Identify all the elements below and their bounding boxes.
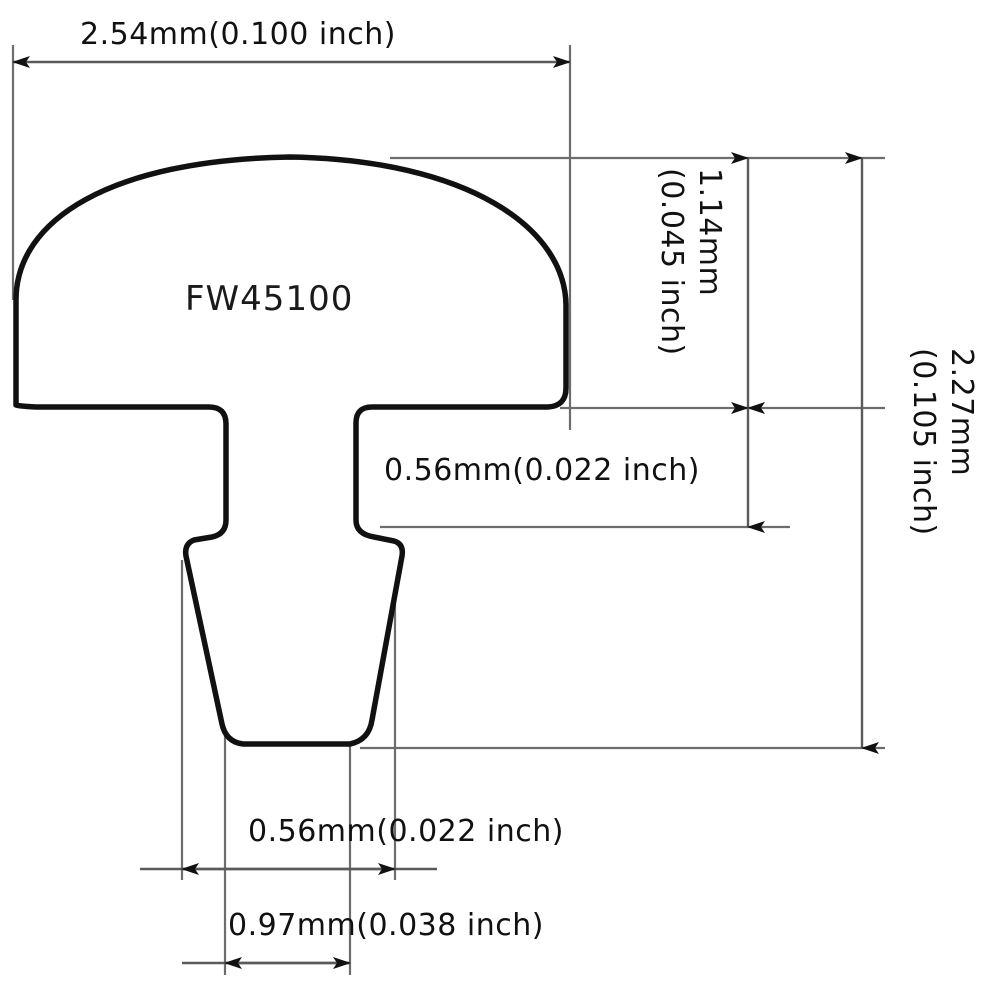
dim-label-overall-height-mm: 2.27mm <box>944 348 979 476</box>
fret-wire-cross-section <box>13 154 569 747</box>
dimension-tang-width: 0.56mm(0.022 inch) <box>140 814 564 875</box>
extension-lines <box>11 45 885 975</box>
part-number-label: FW45100 <box>185 279 353 319</box>
dim-label-crown-height-inch: (0.045 inch) <box>654 168 689 356</box>
dim-label-crown-width: 2.54mm(0.100 inch) <box>80 17 396 52</box>
dim-label-tang-height: 0.56mm(0.022 inch) <box>384 453 700 488</box>
dim-label-crown-height-mm: 1.14mm <box>692 168 727 296</box>
dim-label-overall-height-inch: (0.105 inch) <box>906 348 941 536</box>
fret-wire-profile <box>13 154 569 747</box>
dimension-overall-height: 2.27mm (0.105 inch) <box>845 152 979 754</box>
dimension-crown-height: 1.14mm (0.045 inch) <box>654 152 765 414</box>
dim-label-tang-width: 0.56mm(0.022 inch) <box>248 814 564 849</box>
dimension-barb-width: 0.97mm(0.038 inch) <box>182 908 544 969</box>
dimension-tang-height: 0.56mm(0.022 inch) <box>384 402 765 533</box>
dimension-crown-width: 2.54mm(0.100 inch) <box>12 17 571 68</box>
dim-label-barb-width: 0.97mm(0.038 inch) <box>228 908 544 943</box>
